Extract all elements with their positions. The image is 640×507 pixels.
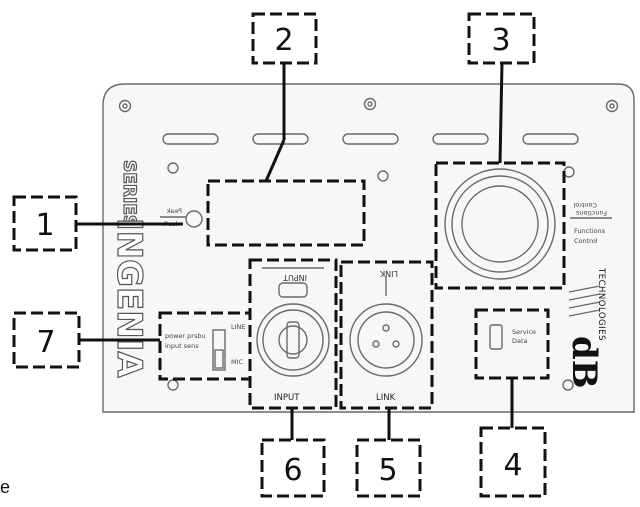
data-label: Data <box>512 337 528 345</box>
link-connector: LINK LINK <box>349 269 423 403</box>
leader-lines <box>76 62 514 440</box>
screw-icon <box>122 103 128 109</box>
combo-jack-icon <box>256 303 330 377</box>
callout-number: 4 <box>503 448 522 483</box>
link-top-label: LINK <box>379 269 398 278</box>
control-label-mirrored: Control <box>573 201 597 209</box>
callout-number: 1 <box>35 208 54 243</box>
screw-icon <box>377 170 389 182</box>
functions-label-mirrored: Functions <box>575 209 607 217</box>
callout-4: 4 <box>479 426 547 498</box>
callout-2: 2 <box>251 12 318 65</box>
latch-icon <box>278 282 308 298</box>
switch-text-2: input sens <box>165 342 199 350</box>
xlr-jack-icon <box>349 303 423 377</box>
vent-slot <box>252 133 309 145</box>
panel-outline <box>102 83 635 413</box>
screw-icon <box>367 101 373 107</box>
callout-1: 1 <box>12 195 78 252</box>
vent-slot <box>432 133 489 145</box>
screw-icon <box>167 162 179 174</box>
callout-number: 6 <box>283 453 302 488</box>
functions-knob-icon <box>444 168 556 280</box>
input-bottom-label: INPUT <box>274 393 300 403</box>
input-connector: INPUT INPUT <box>256 267 330 403</box>
display-window-region <box>206 179 366 247</box>
logo-db: dB <box>564 336 604 389</box>
switch-mic-label: MIC <box>231 358 244 366</box>
vent-slot <box>522 133 579 145</box>
hatch-stripes <box>568 285 601 317</box>
functions-label: Functions <box>574 227 606 235</box>
peak-led-icon <box>185 210 203 228</box>
screw-icon <box>609 103 615 109</box>
input-sens-switch-region <box>158 311 252 381</box>
screw-icon <box>605 99 619 113</box>
callout-number: 3 <box>491 23 510 58</box>
callout-5: 5 <box>355 438 422 498</box>
callout-number: 5 <box>378 453 397 488</box>
screw-icon <box>562 379 574 391</box>
switch-line-label: LINE <box>231 323 246 331</box>
stray-text: e <box>0 477 11 497</box>
input-top-label: INPUT <box>283 273 307 282</box>
switch-text-1: power prsbu <box>165 332 206 340</box>
callout-6: 6 <box>260 438 326 498</box>
link-bottom-label: LINK <box>376 393 396 403</box>
brand-name: INGENIA <box>109 218 149 378</box>
link-connector-region <box>339 260 434 410</box>
service-label: Service <box>512 328 536 336</box>
usb-port-icon <box>489 324 503 350</box>
control-label: Control <box>574 237 598 245</box>
screw-icon <box>363 97 377 111</box>
vent-slots <box>162 133 579 145</box>
callout-number: 7 <box>36 325 55 360</box>
functions-control-region <box>434 161 566 290</box>
series-mark: SERIES <box>119 160 139 227</box>
vent-slot <box>162 133 219 145</box>
slide-switch-icon <box>212 329 226 371</box>
screw-icon <box>118 99 132 113</box>
db-technologies-logo: TECHNOLOGIES dB <box>564 267 606 389</box>
callout-3: 3 <box>467 12 536 65</box>
logo-technologies: TECHNOLOGIES <box>596 267 606 341</box>
peak-label-mirrored: Peak <box>166 207 182 215</box>
callout-number: 2 <box>274 23 293 58</box>
callout-7: 7 <box>12 311 81 369</box>
vent-slot <box>342 133 399 145</box>
